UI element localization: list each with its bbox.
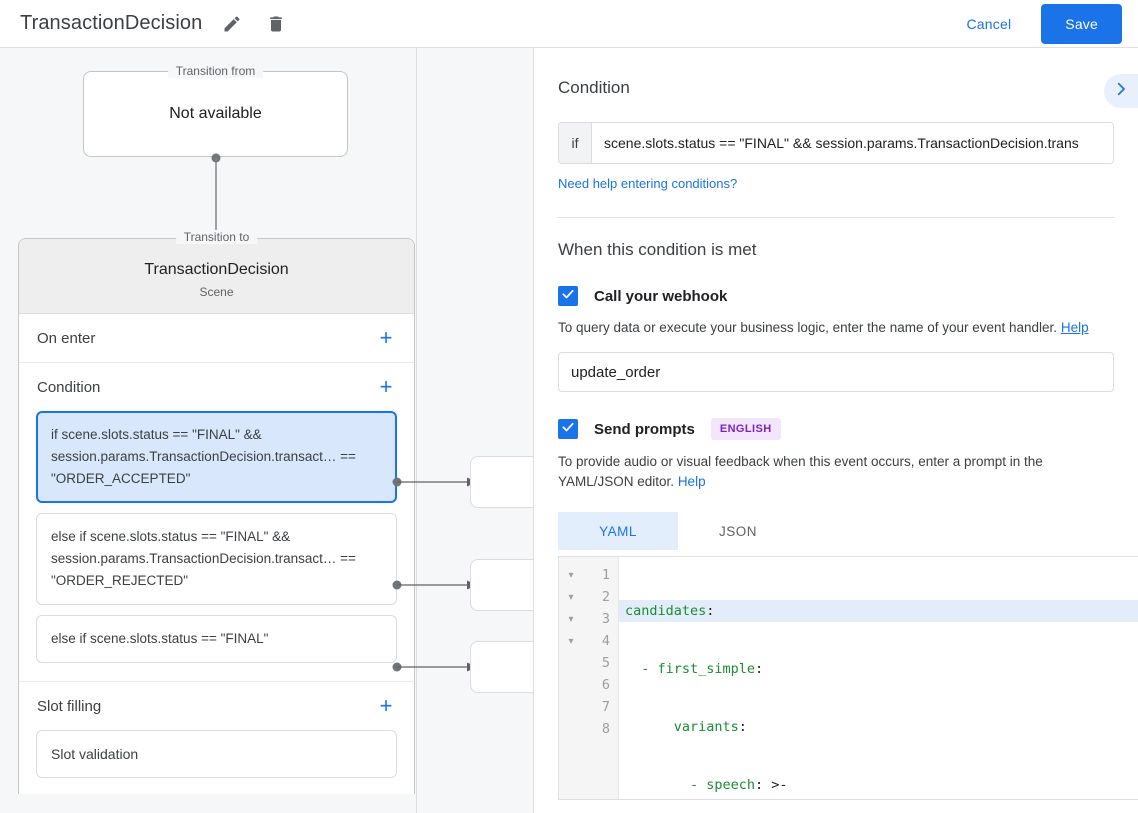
code-line: - first_simple: [619,658,1138,680]
transition-from-card: Transition from Not available [83,64,348,157]
condition-detail-panel: Condition if Need help entering conditio… [533,48,1138,813]
transition-to-scene-card: Transition to TransactionDecision Scene … [18,230,415,794]
send-prompts-label: Send prompts [594,420,695,438]
page-title: TransactionDecision [20,12,203,34]
code-punc: : [755,661,764,677]
target-node-2[interactable] [470,559,533,611]
editor-format-tabs: YAML JSON [558,512,1114,550]
when-met-heading: When this condition is met [558,240,757,259]
scene-name: TransactionDecision [144,261,289,278]
fold-toggle-1[interactable]: ▾ [568,569,574,581]
line-number: 5 [601,655,610,671]
webhook-description-text: To query data or execute your business l… [558,320,1058,335]
section-condition: Condition + if scene.slots.status == "FI… [19,363,414,682]
condition-section: Condition if Need help entering conditio… [534,48,1138,218]
transition-from-value: Not available [169,105,262,122]
add-slot-filling-button[interactable]: + [379,693,393,718]
prompts-description: To provide audio or visual feedback when… [558,452,1114,492]
cancel-button[interactable]: Cancel [953,8,1026,40]
send-prompts-checkbox[interactable] [558,419,578,439]
trash-icon [266,14,286,34]
call-webhook-checkbox[interactable] [558,286,578,306]
line-number: 7 [601,699,610,715]
prompts-help-link[interactable]: Help [677,474,706,489]
event-handler-input[interactable] [558,352,1114,392]
fold-toggle-4[interactable]: ▾ [568,635,574,647]
condition-list-item-1[interactable]: if scene.slots.status == "FINAL" && sess… [36,411,397,503]
pencil-icon [222,14,242,34]
condition-edge-1 [392,477,477,487]
slot-filling-title: Slot filling [37,697,102,715]
editor-code-area[interactable]: candidates: - first_simple: variants: - … [619,557,1138,799]
slot-filling-header: Slot filling + [19,682,414,730]
delete-button[interactable] [262,10,290,38]
condition-list-item-3[interactable]: else if scene.slots.status == "FINAL" [36,615,397,663]
send-prompts-row: Send prompts ENGLISH [558,418,1114,440]
section-on-enter: On enter + [19,314,414,363]
prompts-description-text: To provide audio or visual feedback when… [558,454,1043,489]
add-condition-button[interactable]: + [379,374,393,399]
code-key: - speech [625,777,756,793]
webhook-help-link[interactable]: Help [1060,320,1089,335]
line-number: 6 [601,677,610,693]
on-enter-header: On enter + [19,314,414,362]
condition-title: Condition [37,378,101,396]
code-punc: : [738,719,747,735]
panel-divider [558,217,1114,218]
language-badge: ENGLISH [710,418,781,440]
editor-line-numbers: 1 2 3 4 5 6 7 8 [583,557,619,799]
line-number: 2 [601,589,610,605]
checkmark-icon [561,287,575,306]
condition-edge-2 [392,580,477,590]
line-number: 1 [601,567,610,583]
code-key: - first_simple [625,661,756,677]
line-number: 4 [601,633,610,649]
expand-panel-button[interactable] [1104,74,1138,108]
panel-heading: Condition [558,78,630,97]
editor-fold-column: ▾ ▾ ▾ ▾ [559,557,583,799]
add-on-enter-button[interactable]: + [379,325,393,350]
target-node-3[interactable] [470,641,533,693]
save-button[interactable]: Save [1041,3,1122,44]
scene-type-label: Scene [199,285,234,299]
chevron-right-icon [1112,80,1130,103]
line-number: 8 [601,721,610,737]
code-punc: : >- [755,777,788,793]
call-webhook-row: Call your webhook [558,286,1114,306]
code-key: variants [625,719,739,735]
code-key: candidates [625,603,707,619]
code-line: candidates: [619,600,1138,622]
condition-header: Condition + [19,363,414,411]
code-line: - speech: >- [619,774,1138,796]
tab-json[interactable]: JSON [718,523,757,539]
canvas-vertical-divider [416,48,417,813]
top-app-bar: TransactionDecision Cancel Save [0,0,1138,48]
when-condition-met-section: When this condition is met Call your web… [534,218,1138,550]
target-node-1[interactable] [470,456,533,508]
condition-list-item-2[interactable]: else if scene.slots.status == "FINAL" &&… [36,513,397,605]
tab-yaml[interactable]: YAML [558,512,678,550]
on-enter-title: On enter [37,329,96,347]
condition-edge-3 [392,662,477,672]
condition-expression-input[interactable] [592,123,1113,163]
fold-toggle-3[interactable]: ▾ [568,613,574,625]
scene-graph-canvas[interactable]: Transition from Not available Transition… [0,48,533,813]
fold-toggle-2[interactable]: ▾ [568,591,574,603]
webhook-description: To query data or execute your business l… [558,318,1114,338]
yaml-editor[interactable]: ▾ ▾ ▾ ▾ 1 2 3 4 5 6 7 8 candidates: - fi… [558,556,1138,800]
code-line: variants: [619,716,1138,738]
if-keyword-label: if [559,123,592,163]
transition-to-legend: Transition to [175,230,258,244]
transition-from-legend: Transition from [167,64,264,78]
checkmark-icon [561,420,575,439]
condition-input-row[interactable]: if [558,122,1114,164]
slot-validation-item[interactable]: Slot validation [36,730,397,778]
line-number: 3 [601,611,610,627]
condition-help-link[interactable]: Need help entering conditions? [558,176,738,191]
edit-name-button[interactable] [218,10,246,38]
call-webhook-label: Call your webhook [594,287,728,305]
scene-card-header: Transition to TransactionDecision Scene [19,230,414,314]
code-punc: : [706,603,715,619]
section-slot-filling: Slot filling + Slot validation [19,682,414,794]
